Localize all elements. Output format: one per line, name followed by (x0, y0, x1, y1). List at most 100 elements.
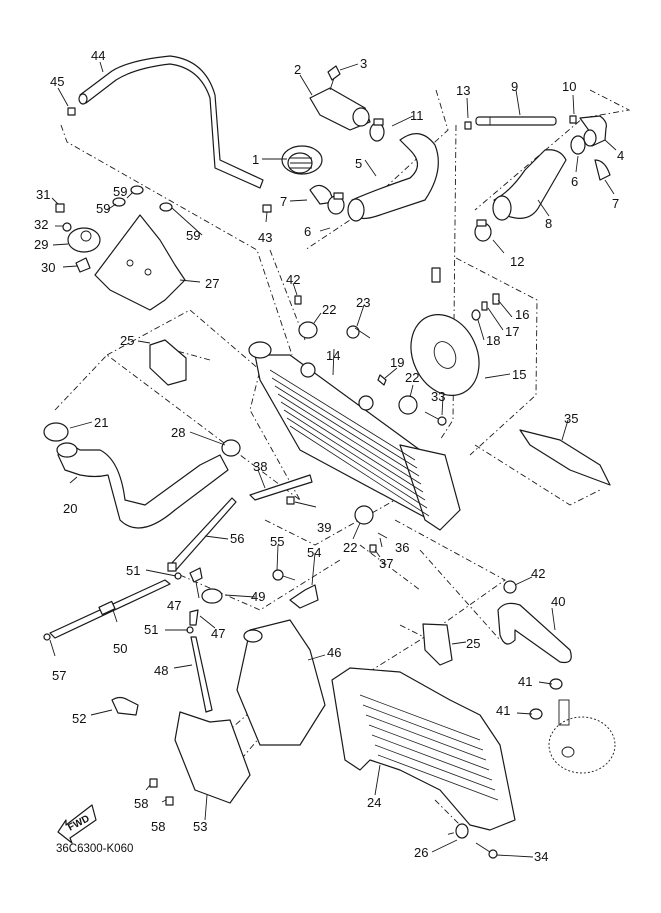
part-35-cover (519, 429, 611, 486)
part-19-nut (377, 374, 387, 386)
label-55: 55 (270, 534, 284, 549)
label-10: 10 (562, 79, 576, 94)
label-36: 36 (395, 540, 409, 555)
part-22-grommet-c (354, 505, 374, 525)
label-15: 15 (512, 367, 526, 382)
label-25: 25 (466, 636, 480, 651)
label-19: 19 (390, 355, 404, 370)
label-48: 48 (154, 663, 168, 678)
label-52: 52 (72, 711, 86, 726)
part-30-clip (75, 257, 91, 273)
label-46: 46 (327, 645, 341, 660)
part-labels: 44 45 2 3 1 11 5 7 6 43 13 9 10 4 6 7 8 … (34, 48, 624, 864)
label-2: 2 (294, 62, 301, 77)
drawing-code: 36C6300-K060 (56, 843, 133, 855)
label-12: 12 (510, 254, 524, 269)
label-44: 44 (91, 48, 105, 63)
part-42-clip-b (503, 580, 517, 594)
part-12-clamp (474, 219, 492, 242)
part-16-bolt (492, 293, 500, 305)
part-46-reservoir-tank (236, 619, 326, 746)
label-54: 54 (307, 545, 321, 560)
label-7: 7 (612, 196, 619, 211)
part-25-damper-a (149, 339, 187, 386)
part-32-washer (62, 222, 72, 232)
part-6-clamp-a (327, 192, 345, 215)
label-59: 59 (113, 184, 127, 199)
part-2-thermostat-cover (309, 87, 371, 131)
label-9: 9 (511, 79, 518, 94)
part-15-fan-motor (410, 267, 480, 396)
label-24: 24 (367, 795, 381, 810)
label-37: 37 (379, 556, 393, 571)
label-20: 20 (63, 501, 77, 516)
label-26: 26 (414, 845, 428, 860)
label-18: 18 (486, 333, 500, 348)
part-22-grommet-b (398, 395, 418, 415)
label-43: 43 (258, 230, 272, 245)
label-3: 3 (360, 56, 367, 71)
label-51: 51 (126, 563, 140, 578)
label-22: 22 (322, 302, 336, 317)
label-51: 51 (144, 622, 158, 637)
label-42: 42 (531, 566, 545, 581)
part-5-hose (347, 133, 439, 222)
part-10-clip (569, 115, 577, 124)
part-36-washer (377, 532, 388, 539)
part-13-clip (464, 121, 472, 130)
part-21-clamp (43, 422, 69, 442)
part-7-clamp-b (594, 159, 611, 181)
part-25-damper-b (422, 623, 453, 666)
part-20-hose (56, 442, 229, 529)
part-56-band (167, 497, 237, 572)
part-42-clip-a (294, 295, 302, 305)
label-39: 39 (317, 520, 331, 535)
label-13: 13 (456, 83, 470, 98)
part-52-holder (111, 696, 139, 716)
label-42: 42 (286, 272, 300, 287)
part-37-bolt (369, 544, 377, 553)
part-50-breather-hose (49, 579, 171, 639)
label-22: 22 (343, 540, 357, 555)
label-7: 7 (280, 194, 287, 209)
label-59: 59 (96, 201, 110, 216)
part-8-hose (492, 149, 567, 221)
part-47-hose-b (189, 609, 199, 626)
part-33-bolt (424, 411, 447, 426)
part-39-bolt (286, 496, 295, 505)
label-58: 58 (134, 796, 148, 811)
label-45: 45 (50, 74, 64, 89)
part-23-collar (346, 325, 371, 339)
label-27: 27 (205, 276, 219, 291)
part-22-grommet-a (298, 321, 318, 339)
label-14: 14 (326, 348, 340, 363)
part-17-collar (481, 301, 488, 311)
label-47: 47 (211, 626, 225, 641)
label-50: 50 (113, 641, 127, 656)
part-3-bolt (327, 65, 341, 91)
label-40: 40 (551, 594, 565, 609)
part-49-tank-cap (201, 588, 223, 604)
label-22: 22 (405, 370, 419, 385)
part-53-tank-cover (174, 711, 251, 804)
label-4: 4 (617, 148, 624, 163)
oil-cooler (548, 699, 616, 774)
part-57-clip (43, 633, 51, 641)
fwd-arrow-icon: FWD (57, 804, 97, 844)
leader-lines (49, 61, 617, 858)
part-54-bracket (289, 584, 319, 609)
label-8: 8 (545, 216, 552, 231)
label-30: 30 (41, 260, 55, 275)
label-28: 28 (171, 425, 185, 440)
part-1-thermostat (281, 145, 323, 175)
part-24-radiator-cover (331, 667, 516, 831)
label-23: 23 (356, 295, 370, 310)
label-6: 6 (571, 174, 578, 189)
part-45-clip (67, 107, 76, 116)
part-47-hose-a (189, 567, 203, 583)
label-25: 25 (120, 333, 134, 348)
label-38: 38 (253, 459, 267, 474)
label-41: 41 (496, 703, 510, 718)
label-49: 49 (251, 589, 265, 604)
